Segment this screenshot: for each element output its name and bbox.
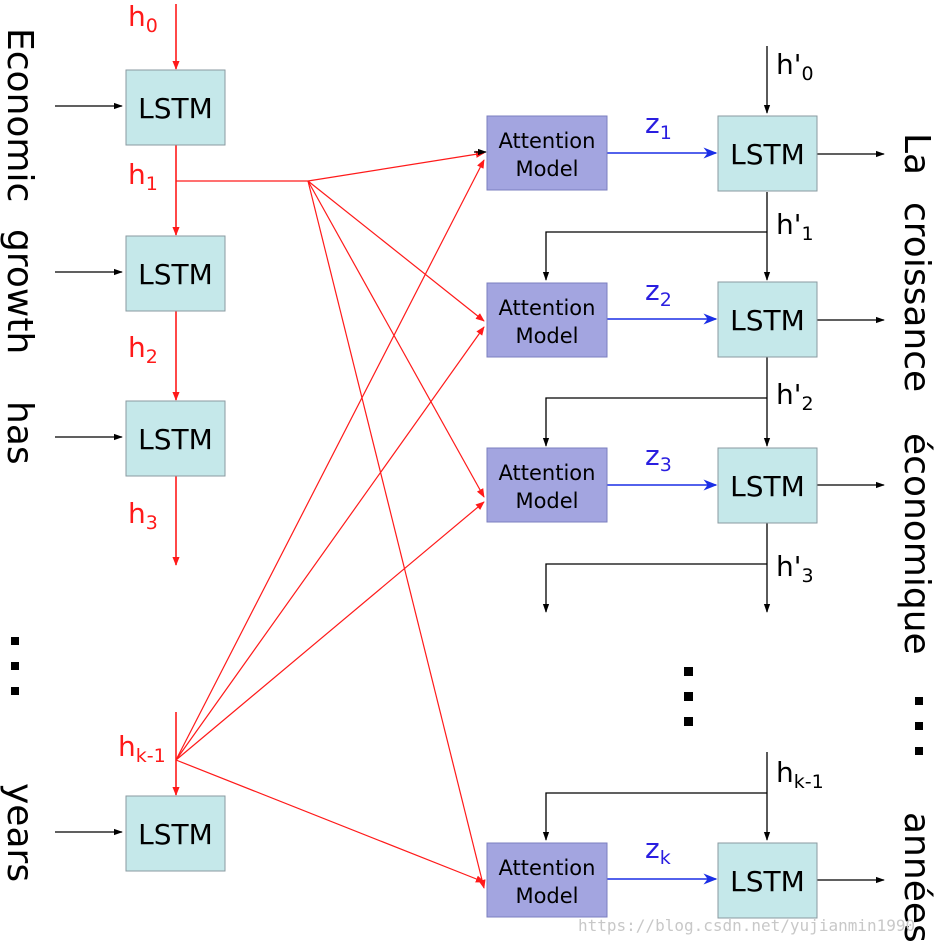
target-word-la: La [896, 133, 937, 175]
attention-model-3-line2: Model [515, 489, 578, 513]
encoder-lstm-3: LSTM [125, 400, 226, 477]
context-z1-label: z1 [645, 107, 672, 144]
context-zk-label: zk [645, 832, 671, 869]
decoder-output-arrows [817, 150, 885, 884]
decoder-h2-label: h'2 [776, 378, 814, 415]
decoder-lstm-1-label: LSTM [730, 138, 805, 171]
attention-model-2-line2: Model [515, 324, 578, 348]
encoder-input-arrows [55, 102, 123, 836]
context-z2-label: z2 [645, 274, 672, 311]
encoder-lstm-1: LSTM [125, 69, 226, 146]
encoder-lstm-1-label: LSTM [138, 92, 213, 125]
decoder-lstm-k: LSTM [717, 842, 818, 919]
decoder-lstm-1: LSTM [717, 115, 818, 192]
decoder-h3-label: h'3 [776, 550, 814, 587]
source-word-growth: growth [0, 229, 40, 354]
attention-model-3: Attention Model [486, 447, 608, 523]
decoder-lstm-2: LSTM [717, 281, 818, 358]
watermark: https://blog.csdn.net/yujianmin1990 [578, 916, 915, 935]
source-word-has: has [0, 401, 40, 465]
encoder-h3-label: h3 [128, 497, 158, 534]
attention-model-1-line1: Attention [499, 129, 596, 153]
source-ellipsis [11, 637, 19, 695]
encoder-lstm-2-label: LSTM [138, 258, 213, 291]
attention-model-k: Attention Model [486, 842, 608, 918]
context-arrows [607, 147, 718, 885]
encoder-lstm-3-label: LSTM [138, 423, 213, 456]
attention-model-1: Attention Model [486, 115, 608, 191]
target-words: La croissance économique années [896, 133, 937, 943]
target-word-croissance: croissance [896, 202, 937, 392]
target-word-annees: années [896, 812, 937, 943]
decoder-lstm-3-label: LSTM [730, 470, 805, 503]
attention-model-2: Attention Model [486, 282, 608, 358]
attention-model-3-line1: Attention [499, 461, 596, 485]
attention-model-k-line1: Attention [499, 856, 596, 880]
decoder-lstm-k-label: LSTM [730, 865, 805, 898]
decoder-h0-label: h'0 [776, 48, 814, 85]
decoder-lstm-2-label: LSTM [730, 304, 805, 337]
encoder-lstm-k: LSTM [125, 795, 226, 872]
encoder-h2-label: h2 [128, 331, 158, 368]
encoder-hk1-label: hk-1 [118, 730, 166, 767]
context-z3-label: z3 [645, 439, 672, 476]
attention-model-2-line1: Attention [499, 296, 596, 320]
attention-model-1-line2: Model [515, 157, 578, 181]
attention-connections [175, 150, 486, 889]
decoder-hidden-flow [474, 46, 771, 841]
source-words: Economic growth has years [0, 28, 40, 882]
decoder-lstm-3: LSTM [717, 447, 818, 524]
decoder-hk1-label: hk-1 [776, 756, 824, 793]
source-word-years: years [0, 783, 40, 882]
encoder-h1-label: h1 [128, 158, 158, 195]
encoder-lstm-k-label: LSTM [138, 818, 213, 851]
decoder-ellipsis [684, 667, 693, 726]
decoder-h1-label: h'1 [776, 208, 814, 245]
target-ellipsis [915, 697, 923, 755]
encoder-h0-label: h0 [128, 0, 158, 37]
target-word-economique: économique [896, 433, 937, 655]
encoder-lstm-2: LSTM [125, 235, 226, 312]
attention-model-k-line2: Model [515, 884, 578, 908]
source-word-economic: Economic [0, 28, 40, 202]
